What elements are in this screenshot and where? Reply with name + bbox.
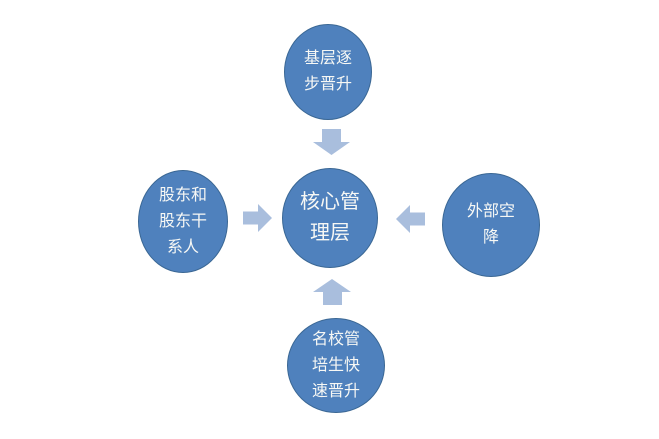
arrow-left-icon	[396, 205, 425, 233]
node-label-line: 股东干	[158, 212, 207, 230]
arrow-right-icon	[243, 204, 272, 232]
node-label-line: 股东和	[158, 186, 207, 204]
node-label-line: 降	[482, 229, 499, 246]
node-top: 基层逐 步晋升	[284, 24, 372, 120]
node-center: 核心管 理层	[282, 168, 378, 268]
node-label-line: 外部空	[466, 203, 515, 220]
node-label-line: 培生快	[311, 356, 360, 374]
node-bottom: 名校管 培生快 速晋升	[287, 318, 385, 413]
arrow-down-icon	[313, 129, 350, 155]
node-label-line: 步晋升	[303, 76, 352, 93]
node-label-line: 理层	[310, 222, 350, 244]
node-right: 外部空 降	[442, 173, 540, 277]
node-left: 股东和 股东干 系人	[138, 170, 228, 273]
node-label-line: 基层逐	[303, 50, 352, 67]
arrow-up-icon	[313, 279, 351, 305]
node-label-line: 核心管	[300, 191, 360, 213]
node-label-line: 系人	[166, 238, 199, 256]
node-label-line: 速晋升	[311, 382, 360, 400]
node-label-line: 名校管	[311, 330, 360, 348]
